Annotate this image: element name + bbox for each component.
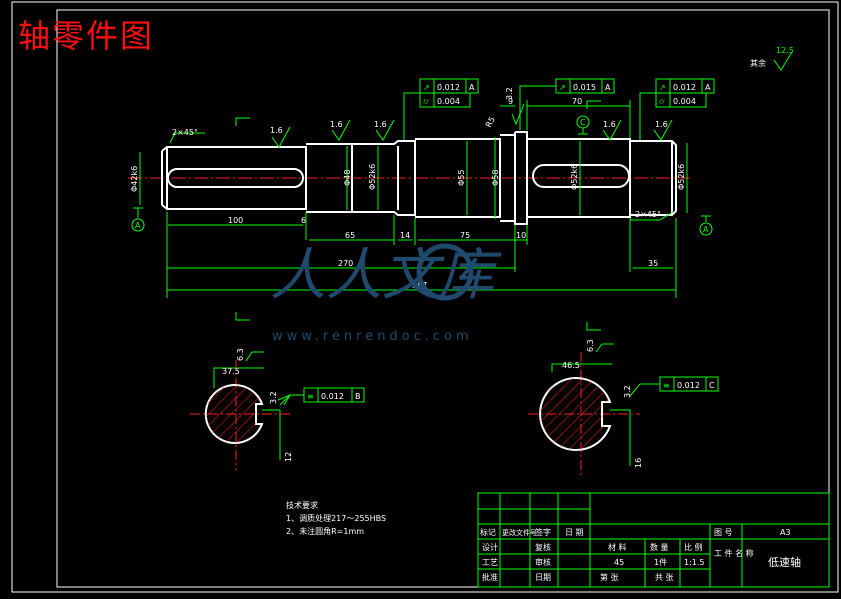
tol-left-runout: 0.012 (437, 83, 460, 92)
inner-frame (56, 9, 830, 588)
datum-c: C (580, 118, 586, 127)
sec1-width: 12 (284, 452, 293, 462)
tech-req-heading: 技术要求 (286, 500, 318, 510)
outer-frame (11, 1, 839, 593)
page-title: 轴零件图 (18, 17, 155, 55)
tb-date: 日 期 (565, 528, 584, 537)
tb-part-h: 工 件 名 称 (714, 548, 754, 558)
runout-icon-right: ↗ (659, 83, 666, 92)
dim-14: 14 (400, 231, 410, 240)
datum-a-right-circle (699, 222, 713, 236)
dim-9: 9 (508, 97, 513, 106)
tol-left-cyl: 0.004 (437, 97, 460, 106)
datum-c-circle (576, 115, 590, 129)
shaft-outline (161, 131, 677, 225)
tol-right-cyl: 0.004 (673, 97, 696, 106)
tb-sign: 签字 (535, 527, 551, 537)
dia-d1: Φ42k6 (130, 166, 139, 192)
dim-65: 65 (345, 231, 355, 240)
roughness-3: 1.6 (374, 120, 387, 129)
dia-d3: Φ52k6 (368, 164, 377, 190)
sec2-roughness-top: 6.3 (586, 339, 595, 352)
tb-design: 设计 (482, 542, 498, 552)
tb-drawing-no: A3 (780, 528, 791, 537)
dia-d2: Φ48 (343, 170, 352, 186)
tol-mid-datum: A (605, 83, 611, 92)
tb-part: 低速轴 (768, 555, 801, 569)
tb-sheet: 第 张 (600, 572, 619, 582)
dia-d6: Φ52k6 (570, 164, 579, 190)
sec1-roughness-top: 6.3 (236, 348, 245, 361)
dim-6: 6 (301, 216, 306, 225)
datum-a-right: A (703, 225, 709, 234)
tb-scale-h: 比 例 (684, 542, 703, 552)
tb-qty: 1件 (654, 557, 667, 567)
symmetry-icon-2: ≡ (663, 381, 670, 390)
dim-75: 75 (460, 231, 470, 240)
keyway-left (167, 168, 304, 188)
tb-review: 审核 (535, 557, 551, 567)
tb-material: 45 (614, 558, 624, 567)
datum-a-left-circle (131, 218, 145, 232)
sec2-roughness-side: 3.2 (623, 385, 632, 398)
tol-left-datum: A (469, 83, 475, 92)
dia-d5: Φ58 (491, 170, 500, 186)
sec2-width: 16 (634, 458, 643, 468)
sec2-depth: 46.5 (562, 361, 580, 370)
datum-a-left: A (135, 221, 141, 230)
tb-process: 工艺 (482, 558, 498, 567)
dia-d4: Φ55 (457, 170, 466, 186)
chamfer-left: 2×45° (172, 128, 198, 137)
tb-approve: 批准 (482, 572, 498, 582)
dim-270: 270 (338, 259, 353, 268)
dim-35: 35 (648, 259, 658, 268)
tb-drawing-no-h: 图 号 (714, 528, 733, 537)
tb-mark: 标记 (480, 527, 496, 537)
runout-icon: ↗ (423, 83, 430, 92)
dim-70: 70 (572, 97, 582, 106)
tb-check: 复核 (535, 542, 551, 552)
dim-r5: R5 (484, 115, 497, 129)
roughness-other-label: 其余 (750, 58, 766, 68)
roughness-other-value: 12.5 (776, 46, 794, 55)
tol-right-datum: A (705, 83, 711, 92)
keyway-right (532, 164, 630, 188)
tol-sec2-datum: C (709, 381, 715, 390)
tech-req-item1: 1、调质处理217～255HBS (286, 513, 386, 523)
dim-10: 10 (516, 231, 526, 240)
tol-sec2-sym: 0.012 (677, 381, 700, 390)
tech-req-item2: 2、未注圆角R=1mm (286, 526, 364, 536)
sec1-roughness-side: 3.2 (269, 391, 278, 404)
tol-right-runout: 0.012 (673, 83, 696, 92)
roughness-1: 1.6 (270, 126, 283, 135)
tb-change-doc: 更改文件号 (502, 528, 537, 537)
tb-scale: 1:1.5 (684, 558, 705, 567)
dia-d7: Φ52k6 (677, 164, 686, 190)
title-block-grid (477, 492, 830, 588)
tol-mid-runout: 0.015 (573, 83, 596, 92)
tb-material-h: 材 料 (608, 542, 627, 552)
tb-qty-h: 数 量 (650, 542, 669, 552)
symmetry-icon-1: ≡ (307, 392, 314, 401)
cylindricity-icon: ⌭ (423, 97, 429, 106)
roughness-6: 1.6 (655, 120, 668, 129)
tb-total: 共 张 (655, 573, 674, 582)
sec1-depth: 37.5 (222, 367, 240, 376)
tb-date2: 日期 (535, 573, 551, 582)
chamfer-right: 2×45° (635, 210, 661, 219)
roughness-4: 3.2 (505, 87, 514, 100)
section-view-1 (190, 360, 290, 470)
section-view-2 (528, 352, 640, 476)
tol-sec1-sym: 0.012 (321, 392, 344, 401)
tol-sec1-datum: B (355, 392, 361, 401)
dim-100: 100 (228, 216, 243, 225)
runout-icon-mid: ↗ (559, 83, 566, 92)
cylindricity-icon-right: ⌭ (659, 97, 665, 106)
roughness-5: 1.6 (603, 120, 616, 129)
roughness-2: 1.6 (330, 120, 343, 129)
dim-387: 387 (412, 281, 427, 290)
